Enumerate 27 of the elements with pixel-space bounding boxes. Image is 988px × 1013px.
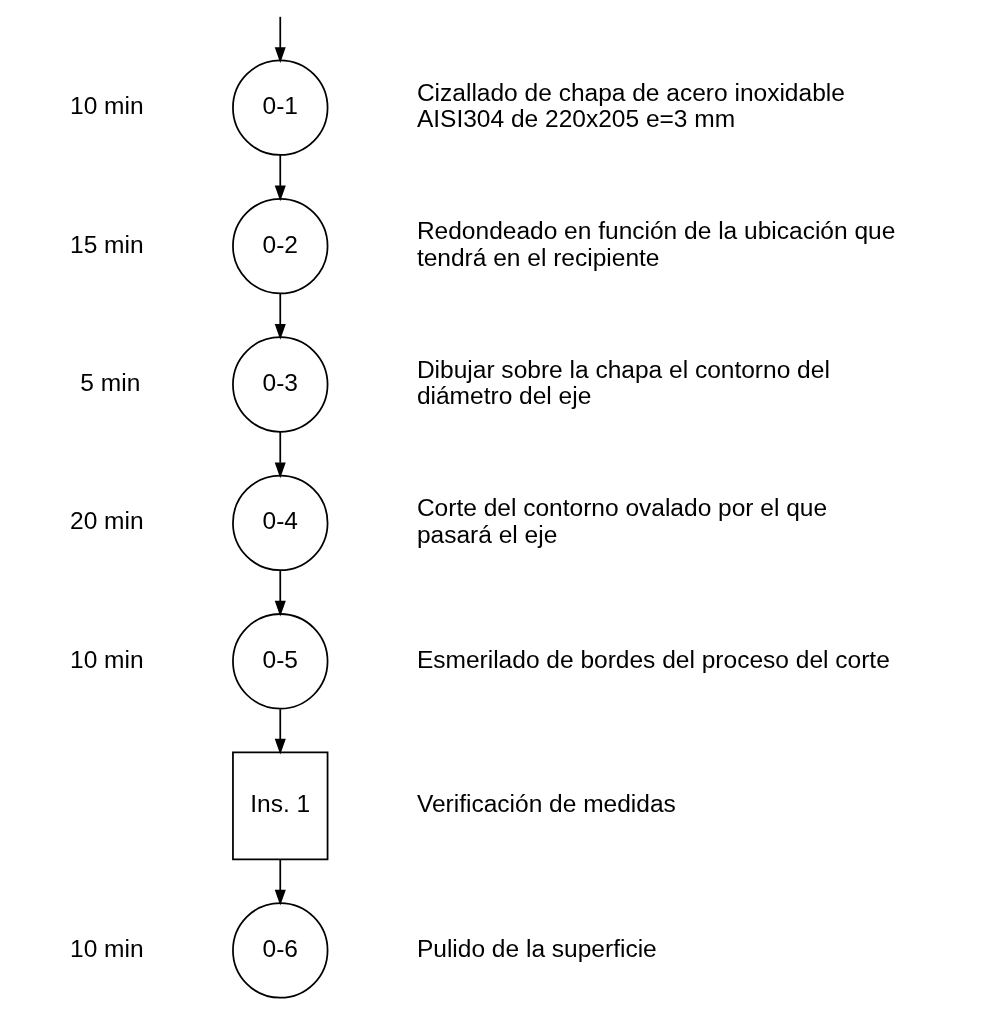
node-label: Verificación de medidas xyxy=(416,790,676,818)
node-label: Esmerilado de bordes del proceso del corte xyxy=(416,645,890,673)
node-label: Cizallado de chapa de acero inoxidable AISI304 de 220x205 e=3 mm xyxy=(416,79,845,133)
arrow xyxy=(274,569,286,617)
node-label: 10 min xyxy=(70,92,144,120)
node-circle: 0-5 xyxy=(232,613,329,710)
node-label: Corte del contorno ovalado por el que pasará el eje xyxy=(416,494,828,548)
node-label: 20 min xyxy=(70,507,144,535)
arrow xyxy=(274,708,286,755)
arrow xyxy=(274,858,286,906)
node-circle: 0-6 xyxy=(232,902,329,999)
node-circle: 0-1 xyxy=(232,59,329,156)
node-circle: 0-2 xyxy=(232,197,329,295)
arrow xyxy=(274,292,286,340)
node-label: 15 min xyxy=(70,230,144,258)
arrow xyxy=(274,15,286,63)
node-label: 10 min xyxy=(70,934,144,962)
node-circle: 0-4 xyxy=(232,474,329,572)
node-label: 10 min xyxy=(70,645,144,673)
arrow xyxy=(274,431,286,479)
node-label: Redondeado en función de la ubicación que tendrá en el recipiente xyxy=(416,217,896,271)
node-label: Pulido de la superficie xyxy=(416,934,657,962)
arrow xyxy=(274,154,286,202)
node-circle: 0-3 xyxy=(232,336,329,433)
node-label: 5 min xyxy=(80,368,141,396)
node-box: Ins. 1 xyxy=(232,751,329,861)
node-label: Dibujar sobre la chapa el contorno del diámetro del eje xyxy=(416,355,830,410)
